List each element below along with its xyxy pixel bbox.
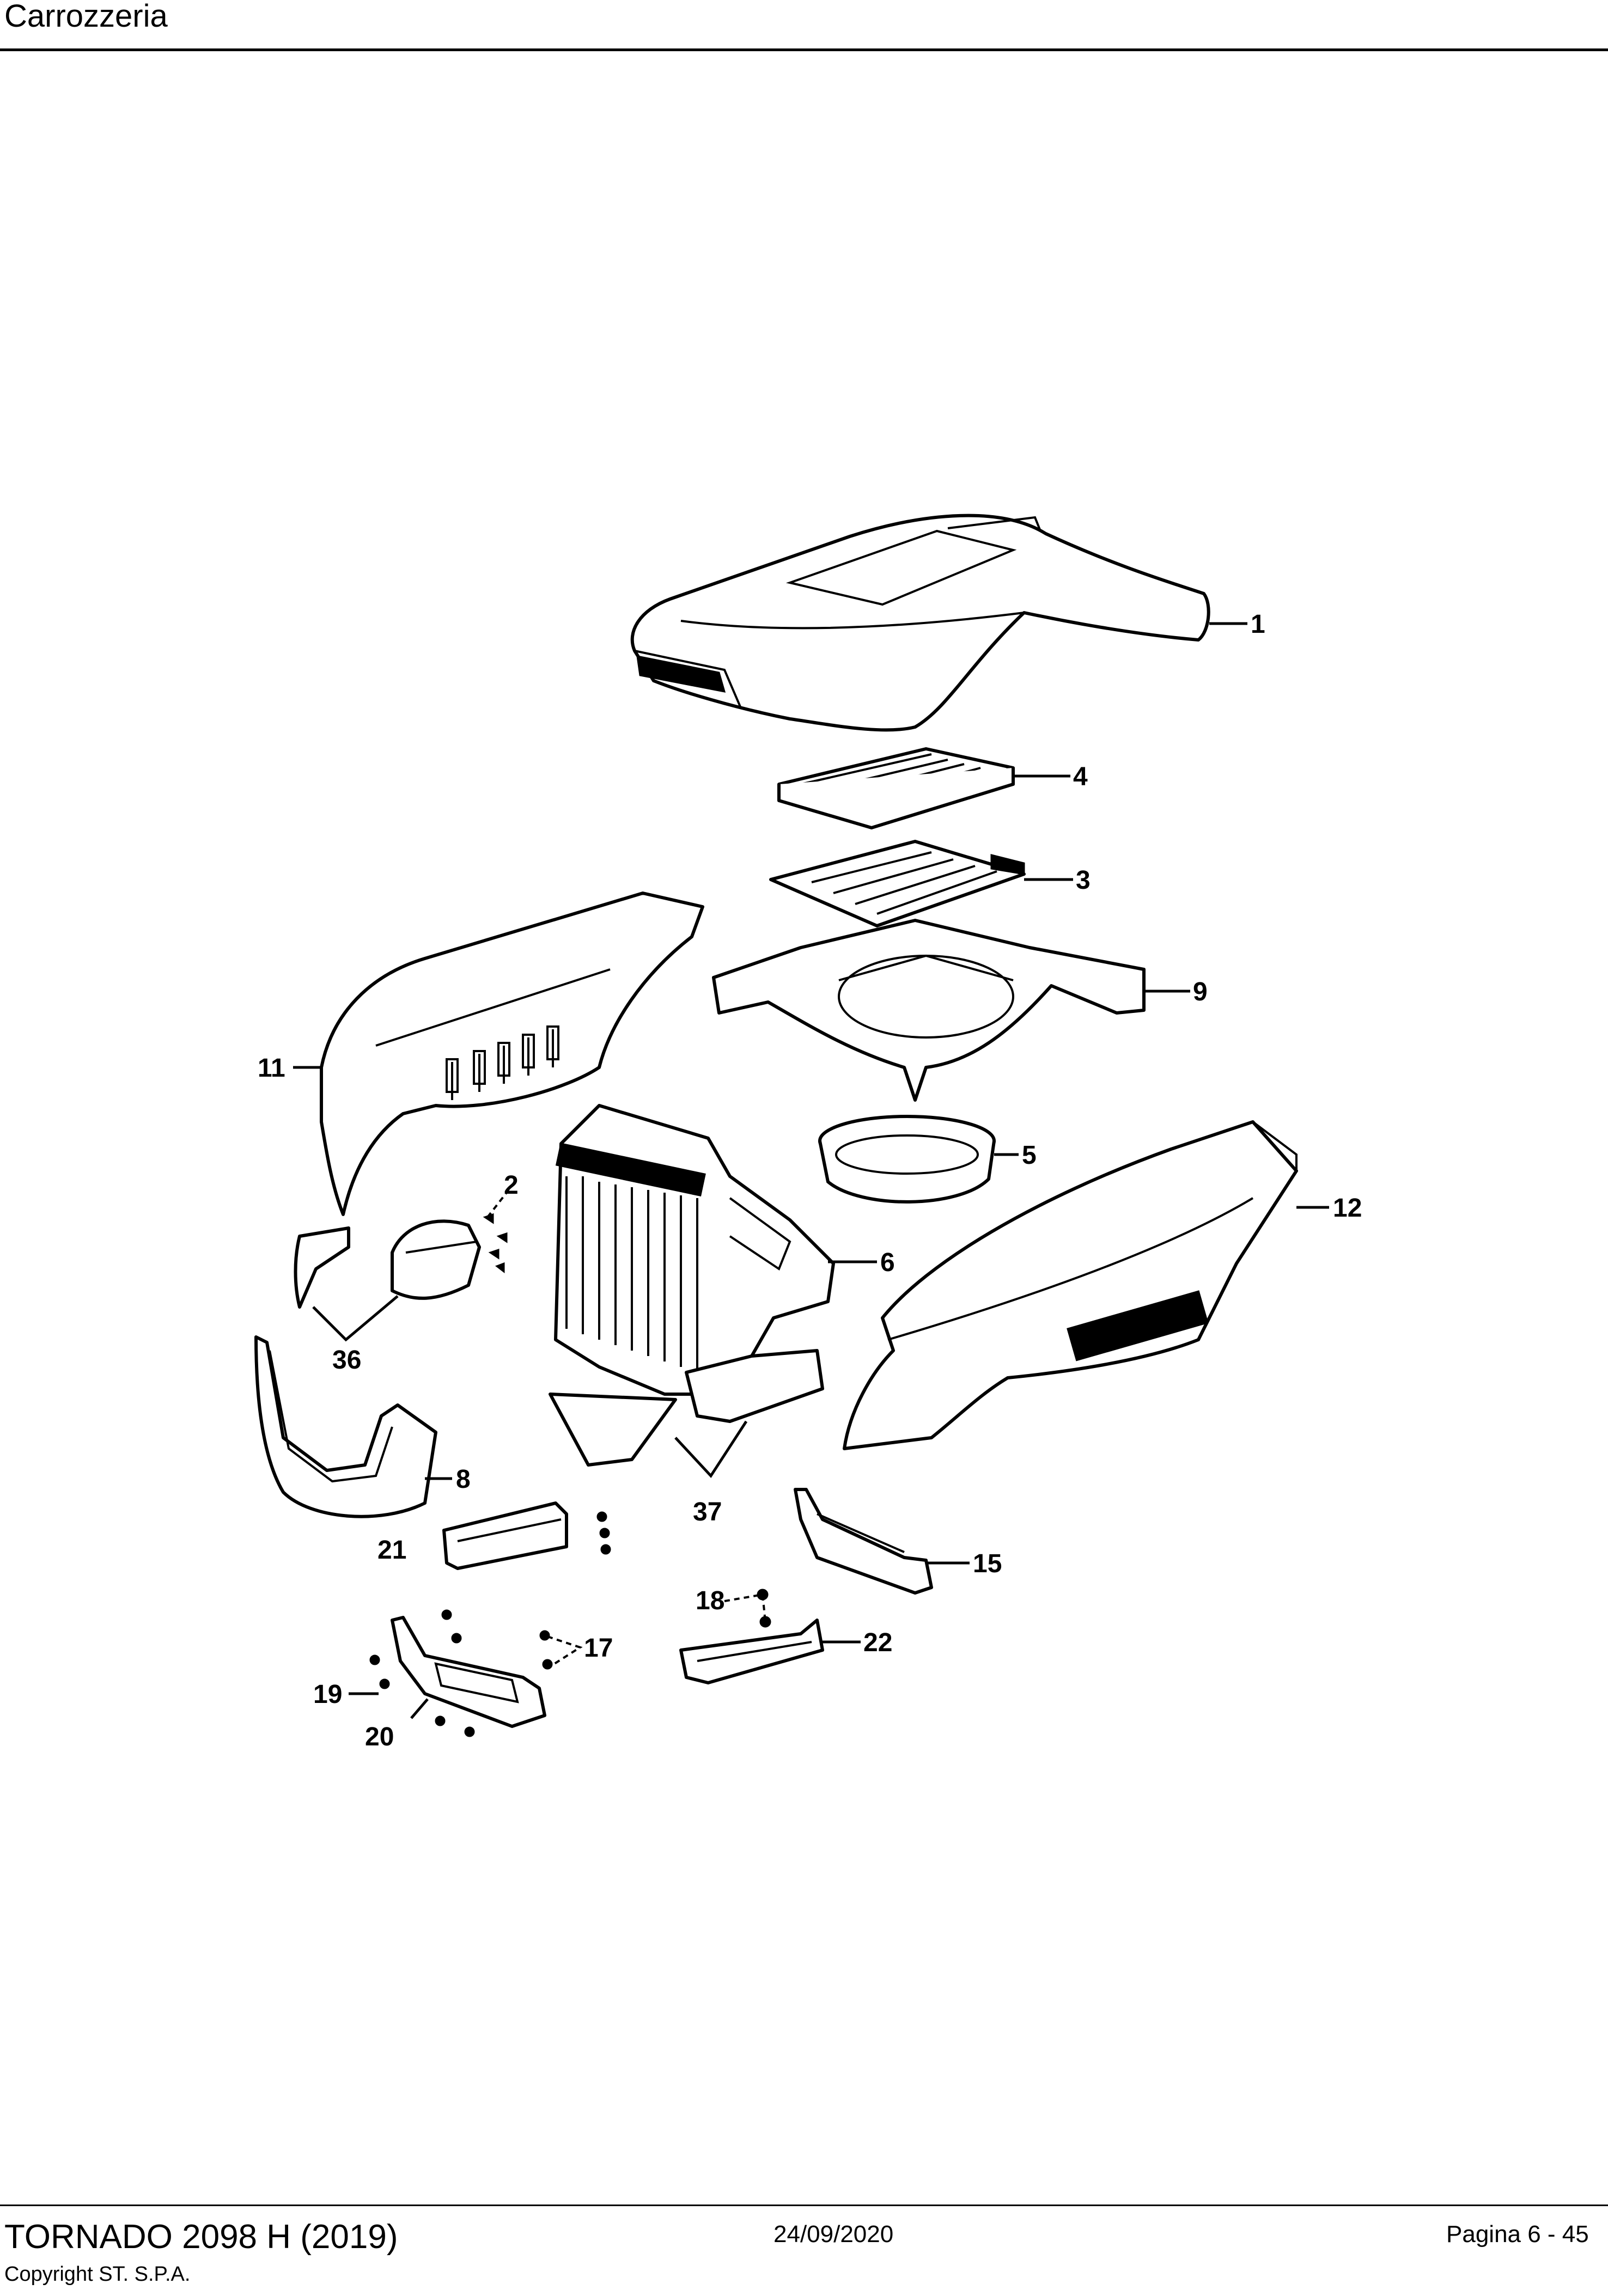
callout-leaders bbox=[293, 622, 1329, 1719]
callout-6: 6 bbox=[880, 1248, 895, 1277]
callout-5: 5 bbox=[1022, 1141, 1037, 1170]
callout-2: 2 bbox=[504, 1171, 519, 1200]
part-20-front-plate bbox=[369, 1609, 553, 1737]
callout-3: 3 bbox=[1076, 866, 1091, 895]
callout-18: 18 bbox=[696, 1586, 724, 1615]
callout-22: 22 bbox=[863, 1628, 892, 1657]
copyright-notice: Copyright ST. S.P.A. bbox=[4, 2263, 191, 2286]
callout-4: 4 bbox=[1073, 762, 1088, 791]
part-6-radiator-housing bbox=[554, 1104, 835, 1396]
part-15-rear-bracket bbox=[794, 1488, 933, 1595]
part-11-left-side-panel bbox=[320, 891, 704, 1216]
callout-36: 36 bbox=[332, 1346, 361, 1375]
callout-21: 21 bbox=[377, 1536, 406, 1565]
part-8-front-bumper bbox=[254, 1335, 437, 1518]
part-22-lower-plate bbox=[679, 1589, 824, 1684]
part-5-fan-ring bbox=[818, 1115, 996, 1204]
callout-37: 37 bbox=[693, 1498, 722, 1526]
part-36-small-covers bbox=[294, 1219, 481, 1309]
callout-11: 11 bbox=[258, 1054, 285, 1083]
part-1-hood bbox=[630, 514, 1210, 732]
page-number: Pagina 6 - 45 bbox=[1446, 2221, 1589, 2248]
section-title: Carrozzeria bbox=[4, 0, 168, 34]
header-divider bbox=[0, 48, 1608, 51]
part-37-lower-ducts bbox=[549, 1349, 824, 1467]
part-12-right-side-panel bbox=[843, 1120, 1298, 1450]
callout-8: 8 bbox=[456, 1465, 471, 1494]
callout-9: 9 bbox=[1193, 978, 1208, 1006]
part-21-bracket bbox=[442, 1501, 611, 1570]
callout-12: 12 bbox=[1333, 1194, 1362, 1223]
callout-1: 1 bbox=[1251, 610, 1265, 639]
part-9-frame bbox=[712, 919, 1146, 1102]
part-3-tray bbox=[769, 840, 1026, 927]
callout-19: 19 bbox=[313, 1680, 342, 1709]
callout-20: 20 bbox=[365, 1723, 394, 1751]
part-2-screws bbox=[483, 1213, 508, 1274]
part-4-upper-grille bbox=[777, 747, 1015, 829]
callout-15: 15 bbox=[973, 1549, 1002, 1578]
footer-divider bbox=[0, 2205, 1608, 2206]
document-date: 24/09/2020 bbox=[773, 2221, 894, 2248]
model-name: TORNADO 2098 H (2019) bbox=[4, 2218, 398, 2256]
callout-17: 17 bbox=[584, 1634, 613, 1663]
